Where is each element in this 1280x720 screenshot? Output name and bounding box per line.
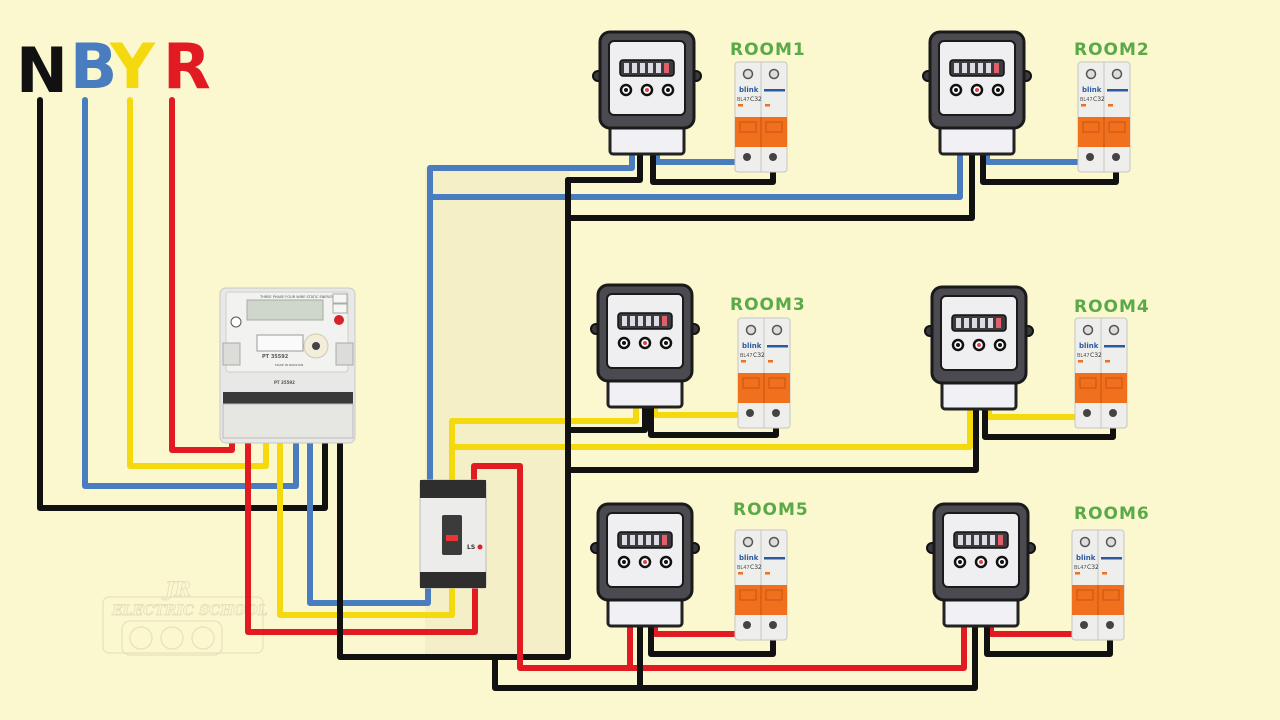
room-1-meter (592, 30, 702, 156)
neutral-to-room2 (565, 127, 975, 221)
svg-text:C32: C32 (1093, 96, 1105, 103)
room-4-meter (924, 285, 1034, 411)
meter-seal-left (222, 342, 241, 366)
meter-logo-icon (230, 316, 242, 328)
phase-letter-y: Y (109, 30, 156, 103)
room-2-meter (922, 30, 1032, 156)
watermark: JR ELECTRIC SCHOOL (102, 577, 268, 656)
room-3-label: ROOM3 (730, 295, 806, 315)
room-6-meter (926, 502, 1036, 628)
svg-text:BL47: BL47 (740, 353, 753, 359)
svg-text:blink: blink (739, 554, 759, 562)
main-energy-meter: THREE PHASE FOUR WIRE STATIC ENERGY METE… (219, 287, 356, 444)
breaker-brand: LS (467, 544, 475, 551)
room-2-label: ROOM2 (1074, 40, 1150, 60)
phase-letter-r: R (163, 30, 211, 103)
watermark-text: ELECTRIC SCHOOL (111, 603, 268, 619)
meter-terminal-block (223, 392, 353, 404)
room-5-meter (590, 502, 700, 628)
phase-legend: N B Y R (16, 30, 211, 107)
phase-letter-b: B (70, 30, 117, 103)
meter-nameplate (256, 334, 304, 352)
svg-text:C32: C32 (753, 352, 765, 359)
meter-red-button (334, 315, 344, 325)
meter-model-text: PT 35592 (262, 354, 289, 360)
meter-button-up (332, 293, 348, 304)
svg-text:C32: C32 (1087, 564, 1099, 571)
neutral-to-room5 (492, 587, 643, 691)
svg-text:blink: blink (1079, 342, 1099, 350)
neutral-to-room4 (565, 382, 979, 473)
room-3-meter (590, 283, 700, 409)
meter-seal-right (335, 342, 354, 366)
svg-text:BL47: BL47 (737, 97, 750, 103)
phase-letter-n: N (16, 34, 68, 107)
svg-text:blink: blink (739, 86, 759, 94)
meter-out-yellow-wire (277, 397, 455, 618)
room-4-label: ROOM4 (1074, 297, 1150, 317)
meter-lcd-display (246, 299, 324, 321)
svg-text:C32: C32 (750, 564, 762, 571)
meter-made-in: MADE IN PAKISTAN (275, 363, 303, 367)
svg-text:BL47: BL47 (1077, 353, 1090, 359)
room-6-label: ROOM6 (1074, 504, 1150, 524)
meter-bottom-text: PT 35592 (274, 380, 295, 385)
svg-text:C32: C32 (750, 96, 762, 103)
room-5-label: ROOM5 (733, 500, 809, 520)
room-1-label: ROOM1 (730, 40, 806, 60)
svg-text:blink: blink (742, 342, 762, 350)
meter-out-red-wire (245, 397, 478, 635)
svg-text:blink: blink (1076, 554, 1096, 562)
meter-out-blue-wire (307, 397, 431, 606)
incoming-neutral-wire (37, 97, 328, 511)
svg-text:C32: C32 (1090, 352, 1102, 359)
red-bus-wire (471, 463, 633, 671)
meter-button-down (332, 303, 348, 314)
main-circuit-breaker: LS (419, 479, 487, 589)
meter-header-text: THREE PHASE FOUR WIRE STATIC ENERGY METE… (259, 295, 347, 299)
svg-text:BL47: BL47 (1074, 565, 1087, 571)
svg-text:BL47: BL47 (1080, 97, 1093, 103)
svg-text:BL47: BL47 (737, 565, 750, 571)
svg-text:blink: blink (1082, 86, 1102, 94)
